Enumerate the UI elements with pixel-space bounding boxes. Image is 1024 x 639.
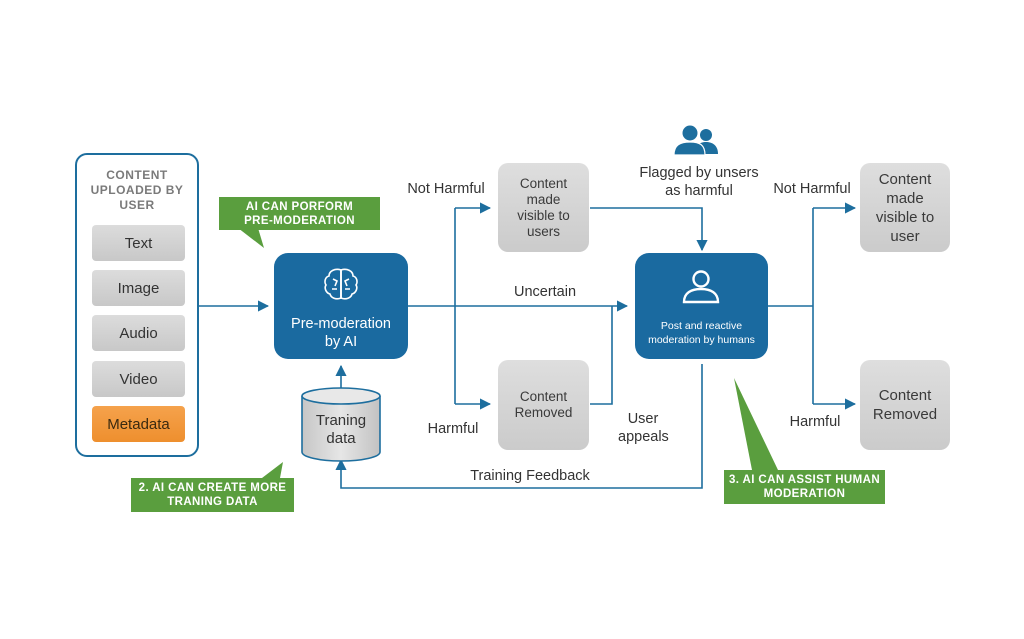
person-icon: [682, 270, 720, 304]
callout-assist-human: 3. AI CAN ASSIST HUMAN MODERATION: [724, 470, 885, 504]
callout-tail-pre-moderation: [238, 228, 264, 248]
users-icon: [673, 125, 718, 156]
callout-tail-assist-human: [734, 378, 778, 470]
human-moderation-label: Post and reactive moderation by humans: [648, 320, 755, 346]
chip-image: Image: [92, 270, 185, 306]
chip-metadata: Metadata: [92, 406, 185, 442]
label-not-harmful-right: Not Harmful: [773, 181, 851, 197]
pre-moderation-node: Pre-moderation by AI: [274, 253, 408, 359]
edge-appeals: [590, 306, 613, 405]
content-visible-right: Content made visible to user: [860, 163, 950, 252]
edge-training-feedback: [335, 364, 703, 489]
callout-training-data: 2. AI CAN CREATE MORE TRANING DATA: [131, 478, 294, 512]
label-training-feedback: Training Feedback: [470, 468, 590, 484]
chip-video: Video: [92, 361, 185, 397]
human-moderation-node: Post and reactive moderation by humans: [635, 253, 768, 359]
callout-pre-moderation: AI CAN PORFORM PRE-MODERATION: [219, 197, 380, 230]
label-uncertain: Uncertain: [513, 284, 577, 300]
label-user-appeals: User appeals: [618, 411, 669, 445]
label-harmful-left: Harmful: [427, 421, 479, 437]
panel-title: CONTENT UPLOADED BY USER: [90, 168, 184, 212]
content-removed-left: Content Removed: [498, 360, 589, 450]
content-visible-left: Content made visible to users: [498, 163, 589, 252]
content-removed-right: Content Removed: [860, 360, 950, 450]
database-icon: [301, 387, 381, 462]
training-data-label: Traning data: [315, 412, 367, 447]
brain-icon: [324, 268, 358, 300]
chip-text: Text: [92, 225, 185, 261]
label-harmful-right: Harmful: [789, 414, 841, 430]
label-not-harmful-left: Not Harmful: [407, 181, 485, 197]
callout-tail-training-data: [262, 462, 283, 478]
pre-moderation-label: Pre-moderation by AI: [291, 316, 391, 350]
label-flagged: Flagged by unsers as harmful: [639, 165, 759, 199]
chip-audio: Audio: [92, 315, 185, 351]
edge-flagged: [590, 207, 708, 252]
